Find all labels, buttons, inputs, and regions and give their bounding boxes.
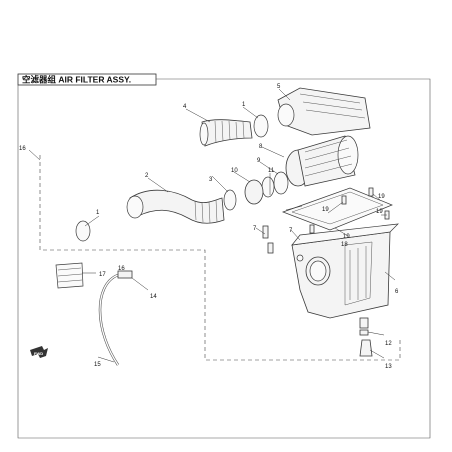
callout-7-a: 7 — [253, 226, 257, 232]
filter-element — [285, 135, 359, 187]
clamp-ring-lower — [75, 220, 91, 242]
clamp-ring-9 — [273, 171, 289, 195]
clamp-ring-upper — [253, 114, 269, 138]
bolt-fasteners — [262, 187, 390, 254]
drain-valve — [359, 329, 373, 357]
callout-11: 11 — [268, 168, 275, 174]
callout-labels: 1 1 2 3 4 5 6 7 7 8 9 10 11 12 13 14 15 … — [19, 84, 399, 370]
callout-13: 13 — [385, 364, 392, 370]
air-box-housing — [291, 223, 399, 329]
title-block: 空滤器组 AIR FILTER ASSY. — [17, 73, 157, 86]
callout-17: 17 — [99, 272, 106, 278]
callout-19-b: 19 — [378, 194, 385, 200]
label-sticker — [55, 262, 84, 289]
callout-8: 8 — [259, 144, 263, 150]
callout-9: 9 — [257, 158, 261, 164]
air-box-cover — [277, 87, 371, 136]
callout-6: 6 — [395, 289, 399, 295]
callout-1-upper: 1 — [242, 102, 246, 108]
callout-10: 10 — [231, 168, 238, 174]
callout-19-d: 19 — [343, 234, 350, 240]
connector-sleeve-10 — [244, 179, 264, 205]
breather-hose — [98, 270, 133, 366]
diagram-title: 空滤器组 AIR FILTER ASSY. — [22, 75, 131, 85]
leader-lines — [82, 88, 396, 363]
outer-frame — [17, 78, 431, 439]
callout-16-leader — [28, 149, 41, 161]
callout-18: 18 — [341, 242, 348, 248]
callout-19-a: 19 — [322, 207, 329, 213]
clamp-ring-11 — [261, 176, 275, 198]
callout-19-c: 19 — [376, 209, 383, 215]
clamp-3 — [223, 189, 237, 211]
callout-1-lower: 1 — [96, 210, 100, 216]
filter-tray — [281, 187, 393, 231]
group-16-boundary — [39, 155, 401, 361]
callout-12: 12 — [385, 341, 392, 347]
callout-14: 14 — [150, 294, 157, 300]
callout-7-b: 7 — [289, 228, 293, 234]
callout-15: 15 — [94, 362, 101, 368]
forward-arrow-icon: FWD — [30, 346, 48, 358]
callout-16-a: 16 — [19, 146, 26, 152]
callout-16-b: 16 — [118, 266, 125, 272]
intake-duct-bellows — [199, 119, 253, 147]
forward-label: FWD — [34, 351, 43, 356]
callout-3: 3 — [209, 177, 213, 183]
callout-4: 4 — [183, 104, 187, 110]
intake-tube — [126, 189, 225, 224]
callout-5: 5 — [277, 84, 281, 90]
callout-2: 2 — [145, 173, 149, 179]
